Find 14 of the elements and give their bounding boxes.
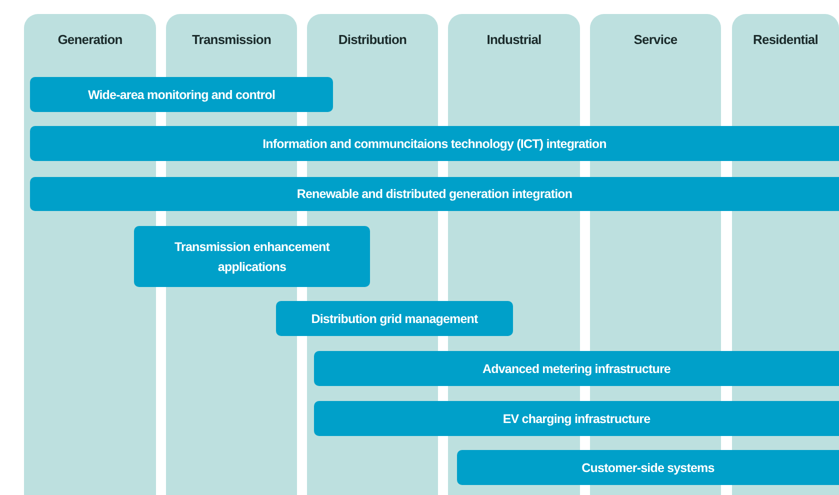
technology-bar: Information and communcitaions technology (ICT) integration [30, 126, 839, 161]
technology-bar: Wide-area monitoring and control [30, 77, 333, 112]
column-heading: Service [632, 32, 678, 47]
technology-bar: EV charging infrastructure [314, 401, 839, 436]
column-heading: Residential [752, 32, 819, 47]
technology-bar: Renewable and distributed generation integration [30, 177, 839, 211]
column-heading: Distribution [337, 32, 408, 47]
technology-bar: Transmission enhancement applications [134, 226, 370, 287]
technology-bar: Distribution grid management [276, 301, 513, 336]
column-heading: Industrial [486, 32, 542, 47]
column-heading: Transmission [190, 32, 272, 47]
column-heading: Generation [56, 32, 124, 47]
technology-bar: Advanced metering infrastructure [314, 351, 839, 386]
technology-bar: Customer-side systems [457, 450, 839, 485]
